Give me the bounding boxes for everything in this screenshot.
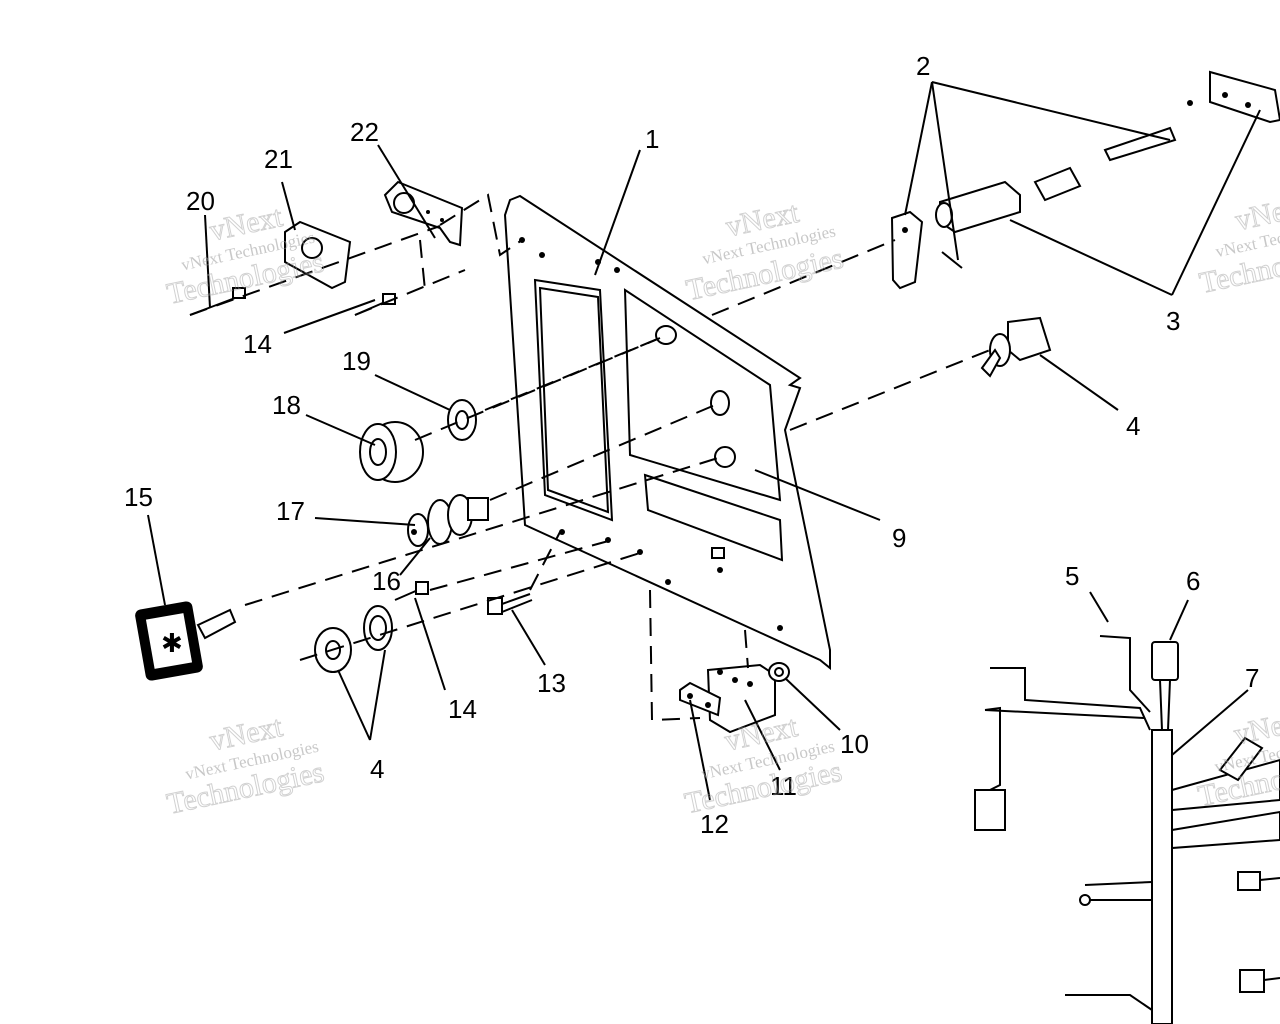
part-10-nut	[768, 662, 790, 682]
callout-3: 3	[1166, 306, 1180, 336]
callout-1: 1	[645, 124, 659, 154]
callout-12: 12	[700, 809, 729, 839]
part-4-nut-washer	[314, 605, 393, 673]
part-2-latch	[890, 210, 963, 290]
svg-text:✱: ✱	[161, 629, 183, 659]
callout-18: 18	[272, 390, 301, 420]
part-16-screw	[394, 581, 429, 601]
callout-4-left: 4	[370, 754, 384, 784]
part-12-plate	[679, 681, 722, 717]
watermark-top-right: vNext vNext Technologies Technologies	[1196, 189, 1280, 300]
callout-10: 10	[840, 729, 869, 759]
part-19-washer	[447, 399, 477, 441]
part-22-bracket	[383, 180, 464, 247]
callout-20: 20	[186, 186, 215, 216]
part-15-key: ✱	[135, 601, 237, 681]
watermark-bottom-center: vNext vNext Technologies Technologies	[681, 709, 845, 820]
part-13-bolt	[487, 593, 533, 615]
wiring-harness	[974, 635, 1280, 1024]
callout-13: 13	[537, 668, 566, 698]
part-3-connector	[1187, 70, 1280, 124]
callout-2: 2	[916, 51, 930, 81]
panel-part-1	[503, 194, 831, 671]
callout-15: 15	[124, 482, 153, 512]
callout-19: 19	[342, 346, 371, 376]
callout-7: 7	[1245, 663, 1259, 693]
callout-16: 16	[372, 566, 401, 596]
callout-11: 11	[770, 771, 797, 801]
assembly-lines	[189, 193, 991, 722]
part-11-terminal-block	[706, 663, 776, 734]
callout-9: 9	[892, 523, 906, 553]
part-4-toggle-switch	[980, 316, 1052, 378]
watermark-bottom-right: vNext vNext Technologies Technologies	[1195, 703, 1280, 813]
callout-5: 5	[1065, 561, 1079, 591]
part-3-lock-body	[935, 126, 1177, 234]
part-17-switch	[407, 494, 489, 547]
part-18-nut	[359, 421, 424, 483]
callout-6: 6	[1186, 566, 1200, 596]
callout-17: 17	[276, 496, 305, 526]
callout-21: 21	[264, 144, 293, 174]
watermark-top-center: vNext vNext Technologies Technologies	[683, 195, 847, 307]
callout-4-right: 4	[1126, 411, 1140, 441]
watermark-top-left: vNext vNext Technologies Technologies	[163, 199, 327, 311]
callout-labels: 1 2 3 4 4 5 6 7 9 10 11 12 13 14 14 15 1…	[124, 51, 1259, 839]
callout-14-bottom: 14	[448, 694, 477, 724]
watermark-bottom-left: vNext vNext Technologies Technologies	[163, 709, 327, 821]
callout-22: 22	[350, 117, 379, 147]
part-21-plate	[284, 220, 352, 290]
callout-14-top: 14	[243, 329, 272, 359]
leader-lines	[147, 81, 1261, 801]
